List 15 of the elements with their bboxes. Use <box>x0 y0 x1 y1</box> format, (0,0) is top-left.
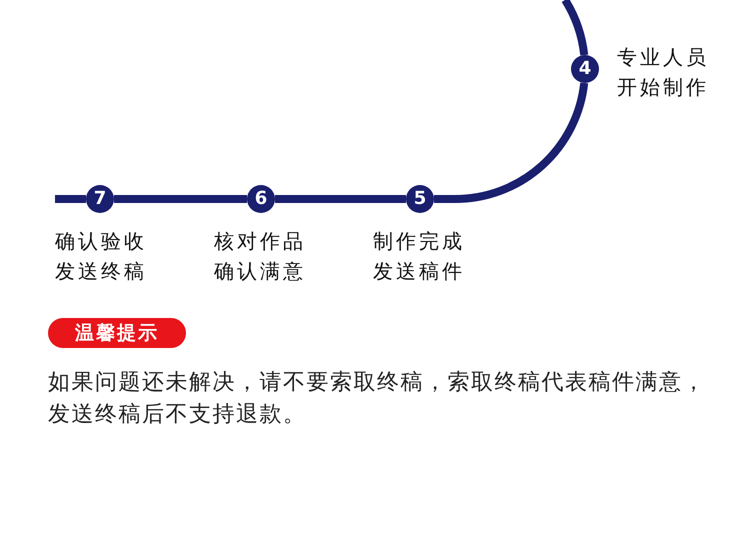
timeline-line <box>434 82 588 203</box>
timeline-line <box>114 195 247 203</box>
timeline-line <box>55 195 86 203</box>
tip-badge: 温馨提示 <box>48 318 186 348</box>
tip-paragraph: 如果问题还未解决，请不要索取终稿，索取终稿代表稿件满意，发送终稿后不支持退款。 <box>48 369 707 429</box>
step-description: 专业人员开始制作 <box>617 44 710 101</box>
step-description: 制作完成发送稿件 <box>373 228 466 285</box>
step-description: 确认验收发送终稿 <box>55 228 148 285</box>
step-number: 7 <box>94 190 106 208</box>
step-number: 5 <box>414 190 426 208</box>
step-number: 6 <box>254 190 268 208</box>
step-number: 4 <box>578 60 592 78</box>
step-description: 核对作品确认满意 <box>214 228 307 285</box>
timeline-line <box>562 0 588 56</box>
timeline-line <box>275 195 406 203</box>
